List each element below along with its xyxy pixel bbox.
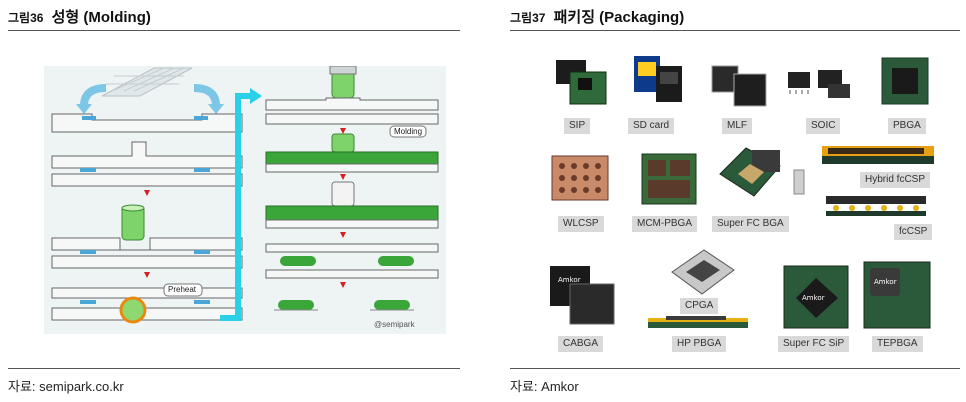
die-stack-image <box>792 168 806 196</box>
mlf-image <box>708 58 770 110</box>
left-title-rule <box>8 30 460 31</box>
molding-diagram-svg <box>51 65 439 324</box>
tepbga-image: Amkor <box>862 260 932 330</box>
hp-pbga-image <box>646 316 750 330</box>
molding-diagram: Molding Preheat @semipark <box>44 65 446 334</box>
pkg-label-hybrid-fccsp: Hybrid fcCSP <box>860 172 931 188</box>
super-fc-sip-image: Amkor <box>782 264 850 330</box>
pkg-label-pbga: PBGA <box>888 118 926 134</box>
pkg-label-hp-pbga: HP PBGA <box>672 336 727 352</box>
mold-stage-2 <box>51 141 243 187</box>
svg-text:Amkor: Amkor <box>802 294 825 302</box>
cabga-image: Amkor <box>548 264 618 326</box>
right-figure-caption: 패키징 (Packaging) <box>553 9 685 26</box>
leadframe-grid <box>76 67 224 114</box>
mold-stage-1 <box>51 113 243 133</box>
left-figure-title: 그림36 성형 (Molding) <box>8 6 151 27</box>
pkg-label-mlf: MLF <box>722 118 752 134</box>
mold-stage-4 <box>51 283 243 324</box>
left-bottom-rule <box>8 368 460 369</box>
right-title-rule <box>510 30 960 31</box>
pkg-label-super-fc-bga: Super FC BGA <box>712 216 789 232</box>
pkg-label-mcm-pbga: MCM-PBGA <box>632 216 697 232</box>
pkg-label-cabga: CABGA <box>558 336 604 352</box>
fccsp-image <box>824 194 928 218</box>
sd-card-image <box>630 50 686 112</box>
pbga-image <box>876 52 934 110</box>
pkg-label-sd-card: SD card <box>628 118 675 134</box>
pkg-label-cpga: CPGA <box>680 298 719 314</box>
diagram-watermark: @semipark <box>374 320 415 329</box>
mold-stage-6 <box>265 125 439 173</box>
wlcsp-image <box>548 152 614 206</box>
svg-text:Amkor: Amkor <box>558 276 581 284</box>
soic-image <box>782 62 856 104</box>
left-figure-number: 그림36 <box>8 11 44 25</box>
molding-stage-label: Molding <box>394 127 423 136</box>
preheat-stage-label: Preheat <box>168 285 197 294</box>
packaging-gallery: SIP SD card MLF SOIC PBGA WLCSP MCM-PBGA… <box>520 40 960 358</box>
right-figure-number: 그림37 <box>510 11 546 25</box>
mold-stage-9 <box>274 300 414 311</box>
cpga-image <box>668 246 738 300</box>
mcm-pbga-image <box>638 150 700 208</box>
pkg-label-wlcsp: WLCSP <box>558 216 604 232</box>
sip-image <box>550 54 610 112</box>
pkg-label-super-fc-sip: Super FC SiP <box>778 336 850 352</box>
mold-stage-5 <box>265 65 439 125</box>
pkg-label-soic: SOIC <box>806 118 841 134</box>
mold-stage-7 <box>265 181 439 229</box>
left-figure-caption: 성형 (Molding) <box>51 9 151 26</box>
hybrid-fccsp-image <box>820 144 936 168</box>
svg-text:Amkor: Amkor <box>874 278 897 286</box>
mold-stage-8 <box>265 243 439 279</box>
super-fc-bga-image <box>716 144 786 208</box>
pkg-label-fccsp: fcCSP <box>894 224 933 240</box>
pkg-label-sip: SIP <box>564 118 591 134</box>
process-arrow <box>220 88 262 321</box>
right-figure-source: 자료: Amkor <box>510 379 579 394</box>
left-figure-source: 자료: semipark.co.kr <box>8 379 124 394</box>
pkg-label-tepbga: TEPBGA <box>872 336 923 352</box>
right-figure-title: 그림37 패키징 (Packaging) <box>510 6 684 27</box>
mold-stage-3 <box>51 204 243 269</box>
right-bottom-rule <box>510 368 960 369</box>
